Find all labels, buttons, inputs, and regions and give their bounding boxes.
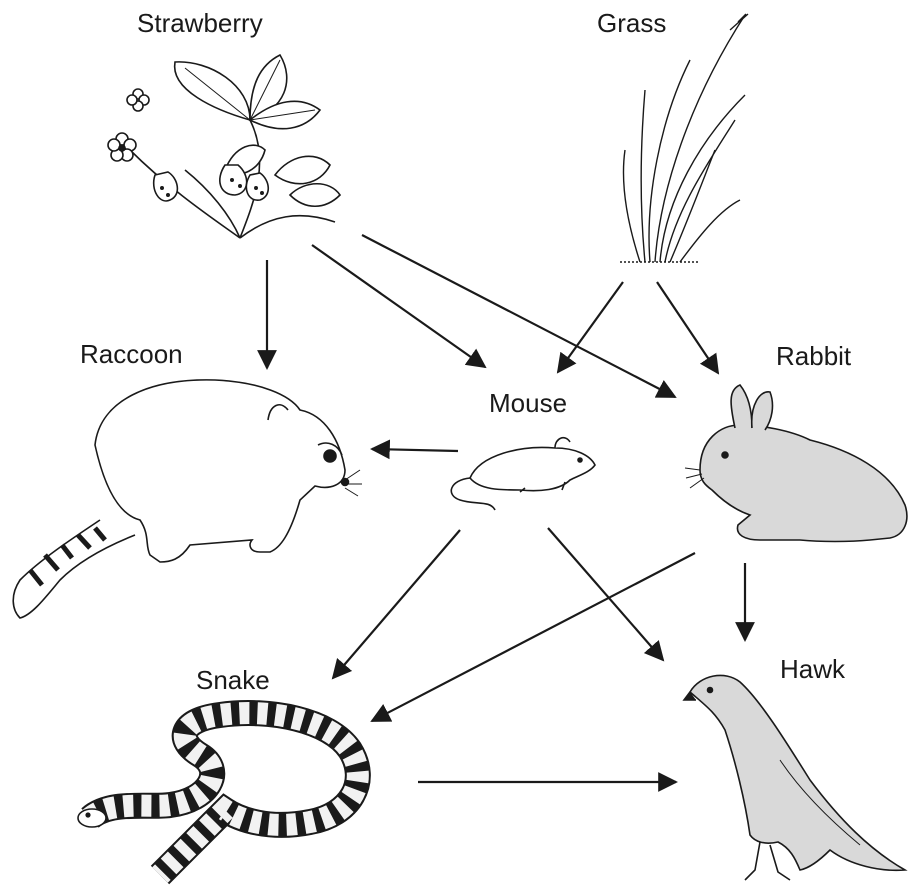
- label-strawberry: Strawberry: [137, 8, 263, 39]
- label-raccoon: Raccoon: [80, 339, 183, 370]
- strawberry-plant-icon: [108, 55, 340, 238]
- label-rabbit: Rabbit: [776, 341, 851, 372]
- arrow-grass-mouse: [558, 282, 623, 372]
- arrow-strawberry-mouse: [312, 245, 485, 367]
- label-hawk: Hawk: [780, 654, 845, 685]
- arrow-grass-rabbit: [657, 282, 718, 373]
- hawk-icon: [684, 675, 905, 880]
- arrow-mouse-snake: [333, 530, 460, 678]
- arrow-mouse-raccoon: [372, 449, 458, 451]
- snake-icon: [78, 713, 358, 875]
- label-snake: Snake: [196, 665, 270, 696]
- label-mouse: Mouse: [489, 388, 567, 419]
- arrow-mouse-hawk: [548, 528, 663, 660]
- label-grass: Grass: [597, 8, 666, 39]
- raccoon-icon: [13, 380, 362, 618]
- arrow-rabbit-snake: [372, 553, 695, 721]
- grass-icon: [620, 14, 748, 262]
- mouse-icon: [451, 438, 595, 510]
- rabbit-icon: [685, 385, 907, 542]
- food-web-arrows: [267, 235, 745, 782]
- arrow-strawberry-rabbit: [362, 235, 675, 397]
